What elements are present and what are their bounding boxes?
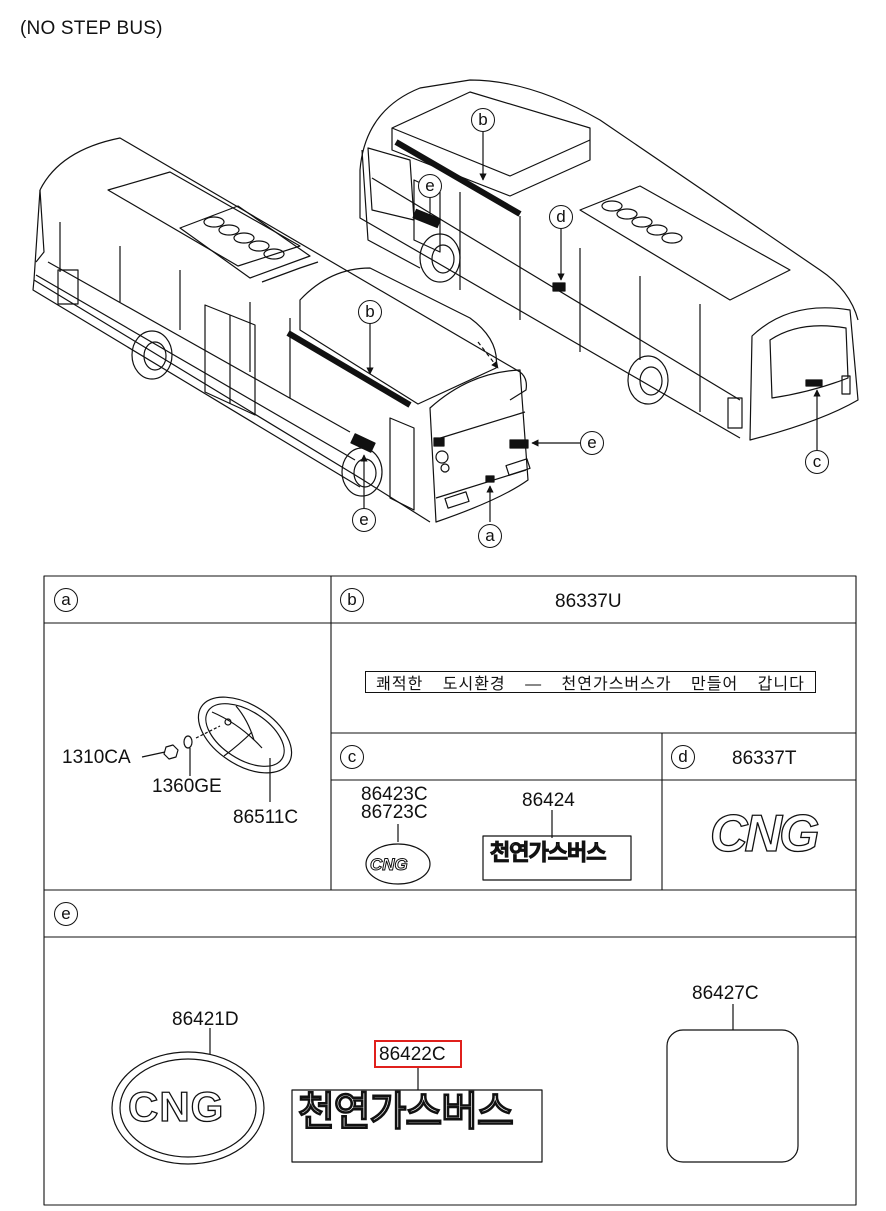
- section-e-letter: e: [54, 902, 78, 926]
- cng-large-logo-text: CNG: [709, 805, 820, 863]
- callout-b-front: b: [358, 300, 382, 324]
- callout-e-rear: e: [418, 174, 442, 198]
- part-label-86423c: 86423C: [361, 784, 428, 805]
- cng-oval-badge-text: CNG: [127, 1083, 225, 1130]
- cng-badges-e: [111, 1004, 799, 1165]
- callout-c-rear: c: [805, 450, 829, 474]
- parts-table-grid: [43, 575, 857, 1206]
- callout-e-front-wheel: e: [352, 508, 376, 532]
- section-d-letter: d: [671, 745, 695, 769]
- part-label-86511c: 86511C: [233, 807, 299, 828]
- section-b-letter: b: [340, 588, 364, 612]
- highlighted-part-box[interactable]: [374, 1040, 462, 1068]
- rear-bus-illustration: [359, 79, 859, 450]
- section-c-letter: c: [340, 745, 364, 769]
- slogan-text: 쾌적한 도시환경 — 천연가스버스가 만들어 갑니다: [376, 676, 805, 693]
- part-label-86427c: 86427C: [692, 983, 759, 1004]
- callout-d-rear: d: [549, 205, 573, 229]
- section-a-letter: a: [54, 588, 78, 612]
- part-label-1360ge: 1360GE: [152, 776, 222, 797]
- cng-sticker-large-text: 천연가스버스: [297, 1090, 514, 1134]
- callout-b-rear: b: [471, 108, 495, 132]
- page-title: (NO STEP BUS): [20, 18, 163, 39]
- part-label-1310ca: 1310CA: [62, 747, 131, 768]
- callout-e-front-right: e: [580, 431, 604, 455]
- part-label-86337t: 86337T: [732, 748, 797, 769]
- part-label-86424: 86424: [522, 790, 575, 811]
- front-bus-illustration: [32, 137, 580, 523]
- cng-sticker-small-text: 천연가스버스: [489, 840, 606, 865]
- part-label-86723c: 86723C: [361, 802, 428, 823]
- part-label-86421d: 86421D: [172, 1009, 239, 1030]
- cng-badge-small-text: CNG: [370, 855, 409, 874]
- slogan-sticker: 쾌적한 도시환경 — 천연가스버스가 만들어 갑니다: [365, 671, 816, 693]
- part-label-86422c[interactable]: 86422C: [379, 1044, 446, 1065]
- part-label-86337u: 86337U: [555, 591, 622, 612]
- cng-badges-c: [365, 810, 632, 885]
- emblem-86511c-drawing: [141, 696, 293, 802]
- callout-a-front: a: [478, 524, 502, 548]
